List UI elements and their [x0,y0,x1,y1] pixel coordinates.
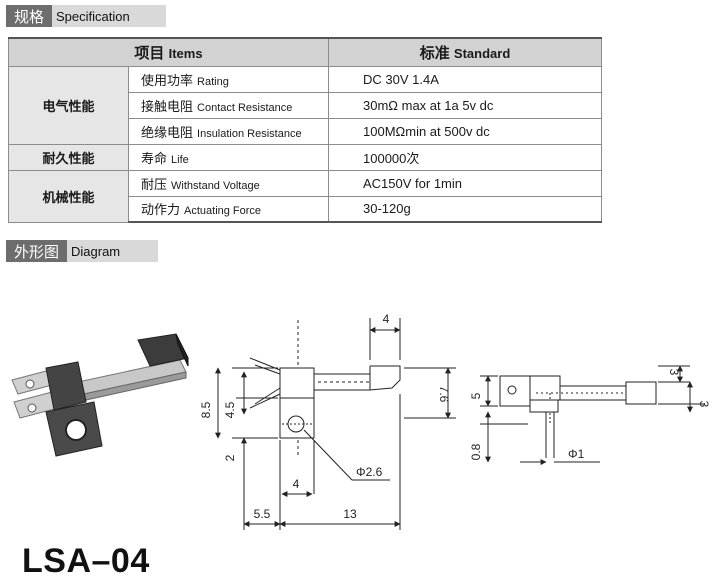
value-rating: DC 30V 1.4A [328,65,602,93]
header-items-cn: 项目 [134,44,165,62]
dim-pin-diameter: Φ1 [568,447,585,461]
value-contact-resistance: 30mΩ max at 1a 5v dc [328,91,602,119]
dim-top-width: 4 [383,312,390,326]
model-code: LSA–04 [22,542,150,580]
outline-diagram: 4 8.5 4.5 2 7.6 4 5.5 13 Φ2.6 [11,312,711,530]
specification-heading-cn: 规格 [6,5,53,27]
diagram-heading-en: Diagram [67,240,158,262]
group-durability: 耐久性能 [8,143,129,171]
item-cn: 绝缘电阻 [141,124,194,140]
dim-side-right: 3 [697,401,711,408]
header-items-en: Items [168,45,203,61]
dim-side-top: 3 [667,369,681,376]
table-header-row: 项目 Items 标准 Standard [8,37,602,67]
product-photo-illustration [11,333,189,457]
item-en: Withstand Voltage [171,179,260,192]
item-en: Rating [197,75,229,88]
dim-left-offset: 5.5 [254,507,271,521]
group-mechanical: 机械性能 [8,169,129,223]
item-en: Actuating Force [184,205,262,218]
dim-height-inner: 4.5 [223,401,237,418]
value-life: 100000次 [328,143,602,171]
dim-tab-width: 4 [293,477,300,491]
header-standard: 标准 Standard [328,37,602,67]
front-view-drawing: 4 8.5 4.5 2 7.6 4 5.5 13 Φ2.6 [199,312,456,530]
diagram-heading-cn: 外形图 [6,240,68,262]
dim-right-height: 7.6 [437,386,451,403]
header-standard-en: Standard [453,45,511,61]
dim-bottom-offset: 2 [223,454,237,461]
value-insulation-resistance: 100MΩmin at 500v dc [328,117,602,145]
item-cn: 耐压 [141,176,168,192]
item-cn: 使用功率 [141,72,194,88]
diagram-heading: 外形图 Diagram [6,240,158,262]
dim-hole-diameter: Φ2.6 [356,465,383,479]
dim-pin-offset: 0.8 [469,443,483,460]
value-withstand-voltage: AC150V for 1min [328,169,602,197]
item-en: Life [171,153,189,166]
group-electrical: 电气性能 [8,65,129,145]
header-standard-cn: 标准 [419,44,450,62]
item-en: Insulation Resistance [197,127,302,140]
item-en: Contact Resistance [197,101,293,114]
item-cn: 寿命 [141,150,168,166]
specification-heading: 规格 Specification [6,5,166,27]
dim-height-total: 8.5 [199,401,213,418]
specification-heading-en: Specification [52,5,166,27]
side-view-drawing: 5 3 3 0.8 Φ1 [469,365,711,465]
value-actuating-force: 30-120g [328,195,602,223]
item-cn: 动作力 [141,202,181,218]
dim-length: 13 [343,507,357,521]
item-cn: 接触电阻 [141,98,194,114]
dim-side-height: 5 [469,392,483,399]
header-items: 项目 Items [8,37,329,67]
